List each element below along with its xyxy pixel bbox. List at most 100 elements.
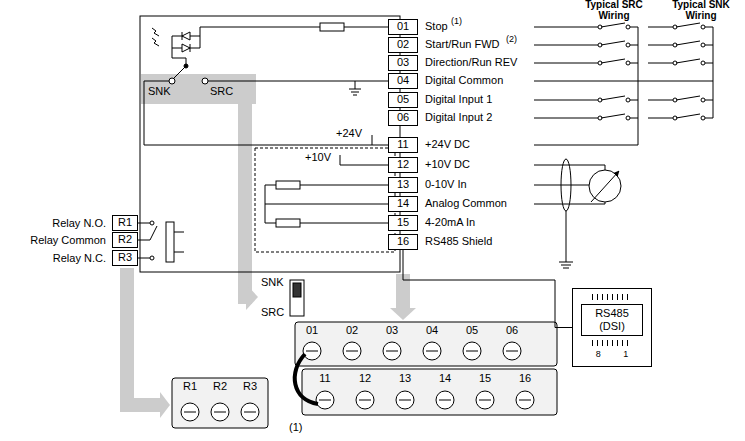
- drive-schematic: [140, 16, 400, 272]
- switch-symbol: [676, 41, 700, 45]
- drive-schematic: [340, 165, 388, 166]
- terminal-screw: [319, 400, 331, 401]
- switch-position: SNK: [261, 276, 284, 289]
- relay-symbol: [150, 256, 154, 260]
- terminal-strip: [295, 322, 557, 366]
- port-label: 8 1: [581, 348, 643, 361]
- switch-symbol: [534, 118, 598, 119]
- ground-symbol: [563, 268, 569, 269]
- shield-wire: [403, 250, 572, 328]
- ground-symbol: [349, 81, 361, 95]
- relay-label: Relay N.C.: [53, 252, 106, 265]
- terminal-box: 11: [388, 137, 418, 153]
- optocoupler-symbol: [182, 32, 190, 40]
- relay-symbol: [138, 223, 150, 224]
- terminal-box: 03: [388, 55, 418, 71]
- ground-symbol: [559, 262, 573, 263]
- ground-symbol: [559, 262, 573, 268]
- terminal-screw: [356, 391, 374, 409]
- terminal-number: 13: [390, 372, 420, 385]
- terminal-strip: [172, 322, 557, 428]
- terminal-screw: [386, 351, 398, 352]
- optocoupler-symbol: [152, 28, 190, 52]
- switch-symbol: [705, 63, 713, 64]
- terminal-box: 14: [388, 196, 418, 212]
- switch-symbol: [630, 100, 638, 101]
- signal-name: 4-20mA In: [425, 216, 475, 229]
- switch-contact: [202, 78, 208, 84]
- ground-symbol: [351, 92, 359, 93]
- drive-schematic: [138, 16, 713, 272]
- potentiometer-symbol: [589, 170, 621, 202]
- relay-symbol: [174, 232, 184, 233]
- switch-symbol: [534, 23, 713, 120]
- terminal-screw: [383, 342, 401, 360]
- switch-symbol: [701, 98, 705, 102]
- terminal-screw: [399, 400, 411, 401]
- relay-label: Relay Common: [30, 234, 106, 247]
- terminal-screw: [359, 400, 371, 401]
- terminal-screw: [516, 391, 534, 409]
- dip-switch: [293, 283, 301, 297]
- relay-symbol: [166, 222, 174, 262]
- terminal-screw: [214, 412, 226, 413]
- dip-switch: [290, 280, 304, 316]
- relay-symbol: [138, 240, 150, 241]
- pin-strip: [592, 294, 632, 300]
- terminal-box: 04: [388, 73, 418, 89]
- terminal-number: 16: [510, 372, 540, 385]
- terminal-box: 15: [388, 215, 418, 231]
- terminal-screw: [423, 342, 441, 360]
- drive-schematic: [340, 155, 341, 165]
- relay-terminal: R1: [112, 215, 138, 231]
- terminal-number: R2: [205, 380, 235, 393]
- terminal-screw: [466, 351, 478, 352]
- ground-symbol: [561, 265, 571, 266]
- voltage-label: +10V: [305, 151, 331, 164]
- terminal-screw: [244, 412, 256, 413]
- switch-symbol: [630, 45, 638, 46]
- pointer-band: [141, 74, 256, 104]
- switch-symbol: [701, 61, 705, 65]
- switch-symbol: [701, 25, 705, 29]
- dip-switch: [290, 280, 304, 316]
- resistor-symbol: [320, 23, 344, 31]
- terminal-strip: [302, 369, 557, 415]
- switch-symbol: [701, 116, 705, 120]
- terminal-screw: [506, 351, 518, 352]
- switch-symbol: [648, 100, 673, 101]
- terminal-box: 01: [388, 19, 418, 35]
- terminal-number: 15: [389, 216, 417, 229]
- drive-schematic: [300, 185, 388, 186]
- relay-terminal: R2: [112, 232, 138, 248]
- drive-schematic: [172, 36, 186, 66]
- terminal-number: 13: [389, 178, 417, 191]
- terminal-screw: [346, 351, 358, 352]
- terminal-screw: [426, 351, 438, 352]
- terminal-strip: [172, 378, 268, 428]
- terminal-number: 12: [389, 158, 417, 171]
- terminal-box: 06: [388, 110, 418, 126]
- switch-symbol: [601, 41, 625, 45]
- drive-schematic: [372, 135, 373, 145]
- signal-name: 0-10V In: [425, 178, 467, 191]
- switch-symbol: [705, 100, 713, 101]
- drive-schematic: [300, 223, 388, 224]
- drive-schematic: [534, 145, 638, 146]
- terminal-screw: [439, 400, 451, 401]
- drive-schematic: [200, 27, 201, 48]
- ground-symbol: [353, 95, 357, 96]
- signal-name: Start/Run FWD: [425, 38, 500, 51]
- switch-symbol: [648, 118, 673, 119]
- terminal-screw: [181, 403, 199, 421]
- switch-symbol: [701, 43, 705, 47]
- port-label: RS485 (DSI): [581, 304, 643, 336]
- pointer-band: [246, 284, 258, 310]
- terminal-box: 02: [388, 37, 418, 53]
- terminal-number: 02: [389, 38, 417, 51]
- drive-schematic: [638, 27, 639, 145]
- terminal-screw: [479, 400, 491, 401]
- column-heading: Typical SRC Wiring: [578, 0, 650, 21]
- terminal-number: 06: [497, 324, 527, 337]
